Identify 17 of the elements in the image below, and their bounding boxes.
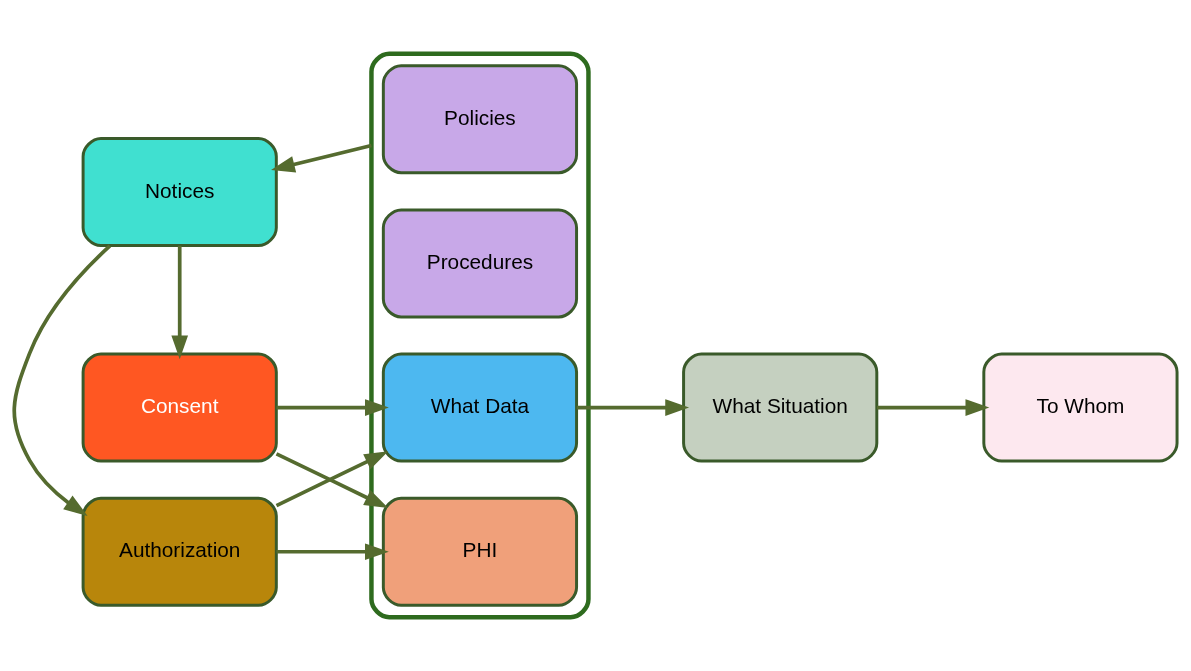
arrow <box>276 399 389 416</box>
arrow <box>876 399 990 416</box>
node-box: Policies <box>381 64 579 175</box>
node-box: What Situation <box>682 352 879 463</box>
node-box: Procedures <box>381 208 579 319</box>
arrow <box>576 399 690 416</box>
node-box: What Data <box>381 352 579 463</box>
node-box: Consent <box>81 352 278 463</box>
node-box: To Whom <box>982 352 1179 463</box>
node-box: Notices <box>81 137 278 248</box>
arrow <box>171 245 189 360</box>
node-box: PHI <box>381 496 579 607</box>
node-box: Authorization <box>81 496 278 607</box>
arrow <box>276 543 389 561</box>
arrow <box>271 143 372 173</box>
arrow <box>12 244 112 516</box>
cluster <box>369 51 591 620</box>
